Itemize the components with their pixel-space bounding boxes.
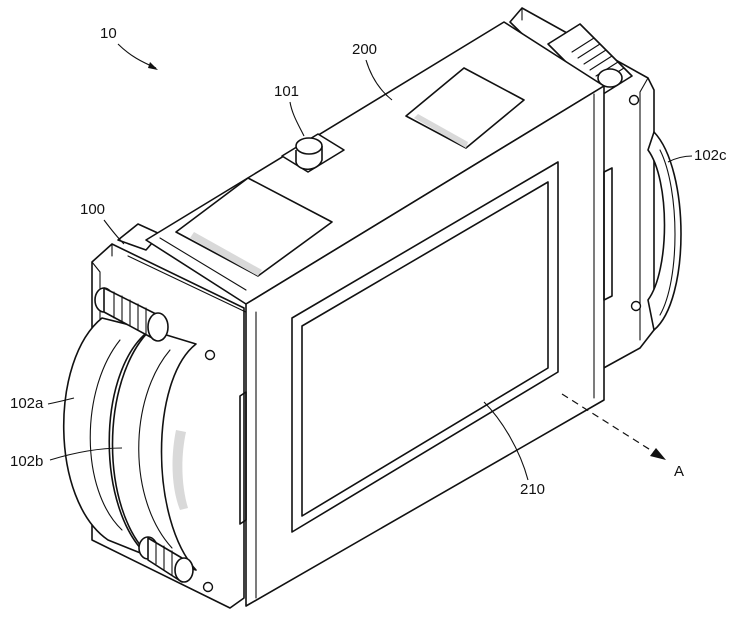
direction-arrow-a [561, 393, 666, 460]
label-102a: 102a [10, 395, 44, 412]
label-10: 10 [100, 25, 117, 42]
left-bottom-spring [138, 536, 194, 583]
case-top-face [145, 21, 605, 305]
label-101: 101 [274, 83, 299, 100]
label-102b: 102b [10, 453, 43, 470]
label-102c: 102c [694, 147, 727, 164]
button [281, 133, 345, 173]
label-A: A [674, 463, 684, 480]
label-200: 200 [352, 41, 377, 58]
label-100: 100 [80, 201, 105, 218]
left-belt-rolls [62, 317, 197, 571]
display-panel [291, 161, 559, 533]
reference-labels: 10 200 101 102c 100 102a 102b 210 A [10, 25, 727, 498]
right-belt-roll [647, 131, 682, 331]
label-210: 210 [520, 481, 545, 498]
left-top-spring [94, 287, 169, 342]
